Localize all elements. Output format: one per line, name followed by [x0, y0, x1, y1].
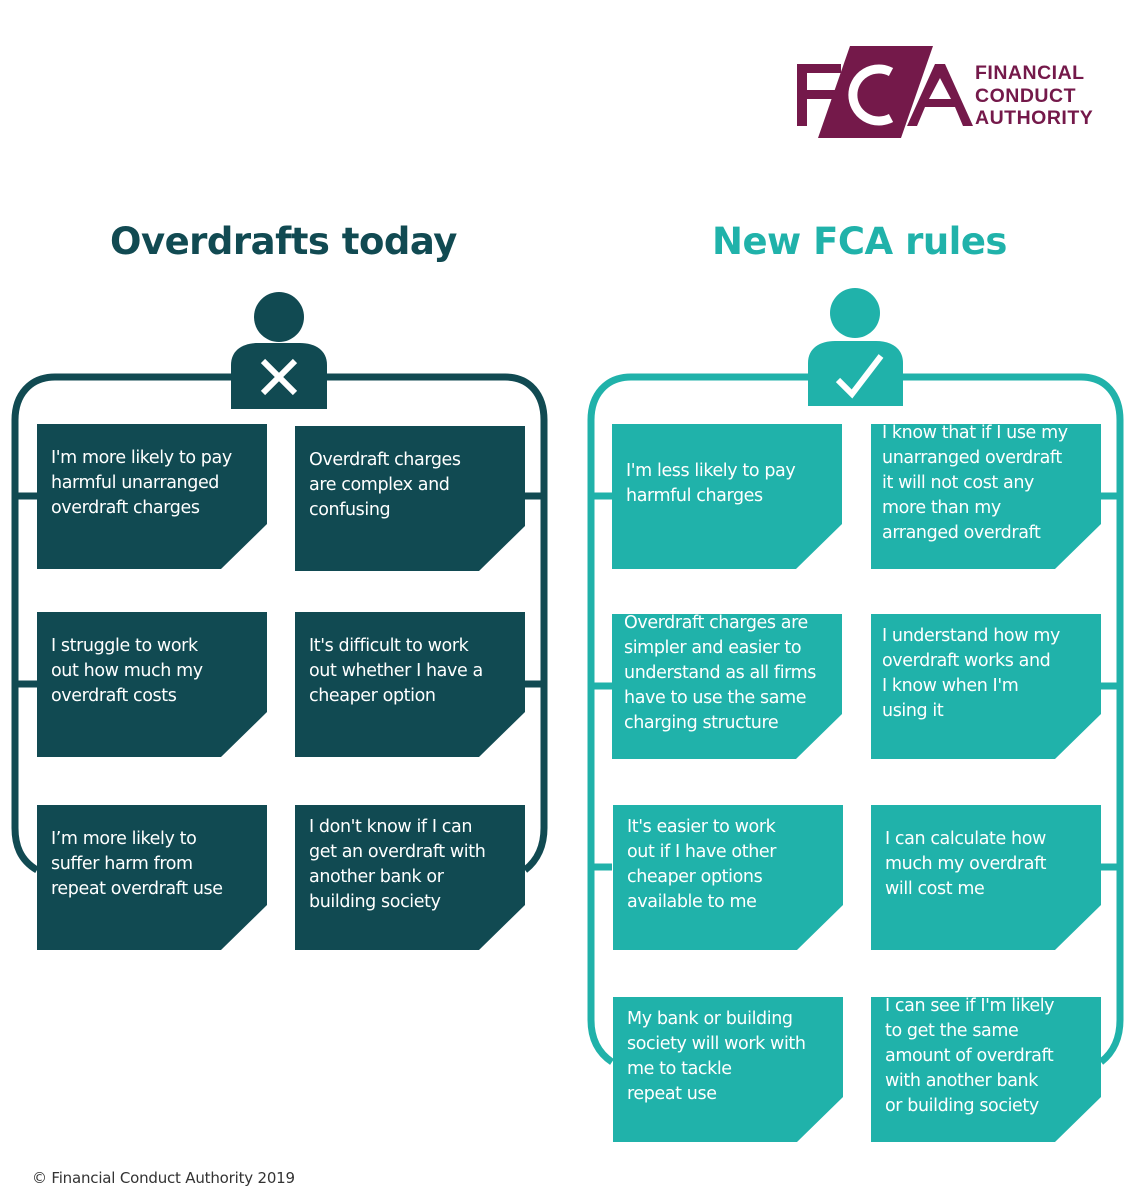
card-text: I'm more likely to pay harmful unarrange… [51, 448, 232, 518]
card-new-8: I can see if I'm likely to get the same … [871, 997, 1101, 1142]
card-new-2: I know that if I use my unarranged overd… [871, 424, 1101, 569]
card-today-5: I’m more likely to suffer harm from repe… [37, 805, 267, 950]
card-text: Overdraft charges are complex and confus… [309, 450, 461, 520]
fca-logo [795, 44, 1105, 140]
card-new-7: My bank or building society will work wi… [613, 997, 843, 1142]
title-new-fca-rules: New FCA rules [712, 220, 1007, 263]
logo-line-2: CONDUCT [975, 84, 1076, 107]
card-text: It's difficult to work out whether I hav… [309, 636, 483, 706]
card-text: I understand how my overdraft works and … [882, 625, 1060, 721]
card-new-3: Overdraft charges are simpler and easier… [612, 614, 842, 759]
card-new-5: It's easier to work out if I have other … [613, 805, 843, 950]
card-today-2: Overdraft charges are complex and confus… [295, 426, 525, 571]
card-text: I struggle to work out how much my overd… [51, 636, 203, 706]
card-today-1: I'm more likely to pay harmful unarrange… [37, 424, 267, 569]
person-check-icon [808, 288, 903, 406]
card-text: I can calculate how much my overdraft wi… [885, 829, 1047, 899]
logo-line-3: AUTHORITY [975, 107, 1094, 129]
title-overdrafts-today: Overdrafts today [110, 220, 457, 263]
card-text: I don't know if I can get an overdraft w… [309, 816, 486, 912]
fca-wordmark: FINANCIAL CONDUCT AUTHORITY [975, 62, 1093, 130]
person-cross-icon [231, 292, 327, 409]
card-today-4: It's difficult to work out whether I hav… [295, 612, 525, 757]
card-new-1: I'm less likely to pay harmful charges [612, 424, 842, 569]
card-new-4: I understand how my overdraft works and … [871, 614, 1101, 759]
card-text: It's easier to work out if I have other … [627, 816, 777, 912]
card-text: I know that if I use my unarranged overd… [882, 423, 1068, 543]
copyright-footer: © Financial Conduct Authority 2019 [32, 1169, 295, 1187]
card-text: I’m more likely to suffer harm from repe… [51, 829, 223, 899]
card-today-3: I struggle to work out how much my overd… [37, 612, 267, 757]
card-text: Overdraft charges are simpler and easier… [624, 613, 817, 733]
card-text: I'm less likely to pay harmful charges [626, 460, 796, 506]
fca-monogram-icon [797, 46, 973, 138]
card-text: My bank or building society will work wi… [627, 1008, 806, 1104]
card-text: I can see if I'm likely to get the same … [885, 996, 1055, 1116]
card-today-6: I don't know if I can get an overdraft w… [295, 805, 525, 950]
card-new-6: I can calculate how much my overdraft wi… [871, 805, 1101, 950]
logo-line-1: FINANCIAL [975, 62, 1085, 84]
